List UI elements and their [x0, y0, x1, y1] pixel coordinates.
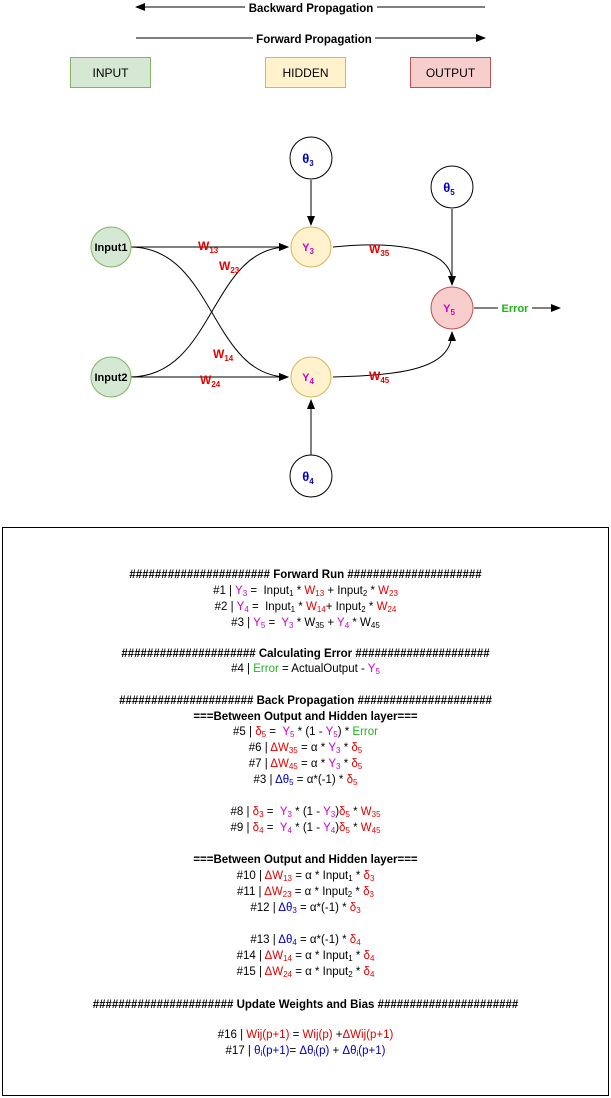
equation-10: #10 | ΔW13 = α * Input1 * δ3 — [236, 870, 375, 883]
equation-1: #1 | Y3 = Input1 * W13 + Input2 * W23 — [213, 585, 398, 598]
weight-w14-label: W14 — [213, 347, 234, 363]
legend-output: OUTPUT — [410, 57, 491, 88]
weight-w13-label: W13 — [198, 239, 219, 255]
equation-13: #13 | Δθ4 = α*(-1) * δ4 — [250, 934, 361, 947]
node-theta3: θ3 — [289, 136, 333, 180]
weight-w24-label: W24 — [200, 373, 221, 389]
weight-w45-label: W45 — [369, 369, 390, 385]
node-y4: Y4 — [290, 356, 332, 398]
equation-9: #9 | δ4 = Y4 * (1 - Y4)δ5 * W45 — [230, 822, 381, 835]
calculating-error-header: ##################### Calculating Error … — [121, 648, 490, 660]
equation-7: #7 | ΔW45 = α * Y3 * δ5 — [248, 758, 363, 771]
forward-propagation-arrow: Forward Propagation — [136, 31, 486, 46]
forward-run-header: ###################### Forward Run #####… — [129, 569, 482, 581]
equation-6: #6 | ΔW35 = α * Y3 * δ5 — [248, 742, 363, 755]
node-input2: Input2 — [90, 356, 132, 398]
legend-input-label: INPUT — [93, 66, 130, 80]
backward-propagation-arrow: Backward Propagation — [135, 0, 485, 15]
equation-17: #17 | θi(p+1)= Δθi(p) + Δθi(p+1) — [225, 1045, 386, 1058]
node-y4-label: Y4 — [302, 372, 314, 386]
edge-w23 — [129, 243, 289, 378]
node-input1: Input1 — [90, 226, 132, 268]
node-y5-label: Y5 — [443, 303, 455, 317]
equation-3: #3 | Y5 = Y3 * W35 + Y4 * W45 — [231, 617, 380, 630]
equation-16: #16 | Wij(p+1) = Wij(p) +ΔWij(p+1) — [217, 1029, 394, 1041]
legend-hidden-label: HIDDEN — [282, 66, 328, 80]
edge-w14 — [129, 246, 289, 381]
between-layer-header-1: ===Between Output and Hidden layer=== — [193, 711, 418, 723]
equation-15: #15 | ΔW24 = α * Input2 * δ4 — [236, 966, 375, 979]
node-theta5-label: θ5 — [443, 180, 455, 197]
forward-propagation-label: Forward Propagation — [256, 34, 372, 46]
equation-5: #5 | δ5 = Y5 * (1 - Y5) * Error — [233, 726, 378, 739]
edge-w35 — [332, 244, 453, 283]
equation-14: #14 | ΔW14 = α * Input1 * δ4 — [236, 950, 375, 963]
legend-input: INPUT — [70, 57, 151, 88]
legend-hidden: HIDDEN — [265, 57, 346, 88]
equations-panel — [2, 527, 609, 1096]
node-theta3-label: θ3 — [302, 151, 314, 168]
weight-w23-label: W23 — [219, 259, 240, 275]
equation-2: #2 | Y4 = Input1 * W14+ Input2 * W24 — [214, 601, 397, 614]
between-layer-header-2: ===Between Output and Hidden layer=== — [193, 854, 418, 866]
node-y3-label: Y3 — [302, 242, 314, 256]
node-theta4-label: θ4 — [302, 469, 314, 486]
weight-w35-label: W35 — [369, 242, 390, 258]
edge-w45 — [332, 331, 456, 378]
node-input1-label: Input1 — [95, 242, 128, 254]
equation-8: #8 | δ3 = Y3 * (1 - Y3)δ5 * W35 — [230, 806, 381, 819]
node-theta4: θ4 — [289, 454, 333, 498]
node-theta5: θ5 — [430, 165, 474, 209]
equation-3b: #3 | Δθ5 = α*(-1) * δ5 — [253, 774, 358, 787]
legend-output-label: OUTPUT — [426, 66, 476, 80]
node-y3: Y3 — [290, 226, 332, 268]
node-input2-label: Input2 — [95, 372, 128, 384]
node-y5: Y5 — [430, 286, 474, 330]
back-propagation-header: ##################### Back Propagation #… — [119, 695, 492, 707]
update-weights-header: ###################### Update Weights an… — [92, 999, 519, 1011]
neural-network-diagram: Backward Propagation Forward Propagation… — [70, 0, 561, 498]
error-label: Error — [502, 303, 530, 315]
equation-4: #4 | Error = ActualOutput - Y5 — [231, 663, 380, 676]
edges — [129, 180, 561, 455]
backward-propagation-label: Backward Propagation — [249, 3, 374, 15]
equation-11: #11 | ΔW23 = α * Input2 * δ3 — [237, 886, 374, 899]
equation-12: #12 | Δθ3 = α*(-1) * δ3 — [250, 902, 361, 915]
